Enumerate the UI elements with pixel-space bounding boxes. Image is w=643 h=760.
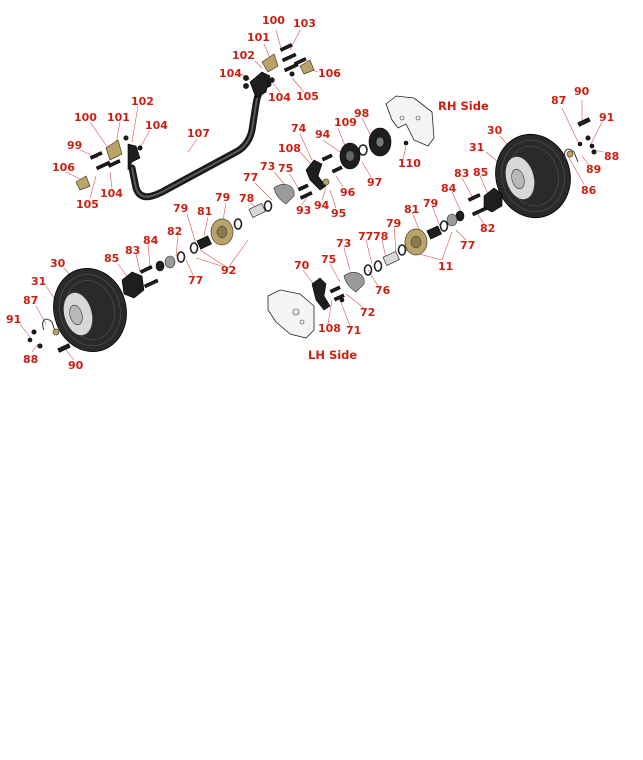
callout-76: 76: [375, 284, 391, 297]
callout-100: 100: [262, 14, 285, 27]
callout-30: 30: [50, 257, 66, 270]
callout-79: 79: [173, 202, 188, 215]
callout-92: 92: [221, 264, 236, 277]
callout-104: 104: [268, 91, 291, 104]
callout-75: 75: [321, 253, 336, 266]
callout-109: 109: [334, 116, 357, 129]
callout-78: 78: [239, 192, 254, 205]
lh-wheel-assembly: [27, 265, 159, 353]
callout-72: 72: [360, 306, 375, 319]
callout-93: 93: [296, 204, 311, 217]
rh-brake-parts: [305, 95, 435, 191]
callout-104: 104: [145, 119, 168, 132]
callout-79: 79: [215, 191, 230, 204]
callout-101: 101: [247, 31, 270, 44]
callout-79: 79: [386, 217, 401, 230]
callout-77: 77: [358, 230, 373, 243]
callout-81: 81: [404, 203, 419, 216]
center-hub-group: [155, 183, 313, 272]
callout-105: 105: [296, 90, 319, 103]
callout-79: 79: [423, 197, 438, 210]
rh-side-label: RH Side: [438, 99, 489, 113]
axle-tube-top-end: [249, 71, 271, 99]
callout-73: 73: [336, 237, 351, 250]
callout-75: 75: [278, 162, 293, 175]
callout-89: 89: [586, 163, 601, 176]
callout-77: 77: [243, 171, 258, 184]
lh-brake-parts: [267, 272, 365, 339]
lh-hub-cap: [121, 271, 145, 299]
callout-107: 107: [187, 127, 210, 140]
callout-82: 82: [167, 225, 182, 238]
callout-71: 71: [346, 324, 361, 337]
callout-84: 84: [441, 182, 457, 195]
callout-87: 87: [551, 94, 566, 107]
callout-87: 87: [23, 294, 38, 307]
callout-82: 82: [480, 222, 495, 235]
callout-85: 85: [104, 252, 119, 265]
callout-91: 91: [599, 111, 614, 124]
callout-106: 106: [318, 67, 341, 80]
callout-numbers: 100 103 101 102 104 106 104 105 102 100 …: [6, 14, 619, 372]
callout-94: 94: [315, 128, 331, 141]
callout-94: 94: [314, 199, 330, 212]
callout-110: 110: [398, 157, 421, 170]
lh-shield: [267, 289, 315, 339]
callout-101: 101: [107, 111, 130, 124]
callout-90: 90: [574, 85, 590, 98]
callout-73: 73: [260, 160, 275, 173]
callout-96: 96: [340, 186, 356, 199]
lh-side-label: LH Side: [308, 348, 357, 362]
callout-85: 85: [473, 166, 488, 179]
callout-74: 74: [291, 122, 307, 135]
callout-104: 104: [219, 67, 242, 80]
callout-83: 83: [125, 244, 140, 257]
callout-30: 30: [487, 124, 503, 137]
callout-11: 11: [438, 260, 453, 273]
callout-103: 103: [293, 17, 316, 30]
callout-102: 102: [232, 49, 255, 62]
callout-70: 70: [294, 259, 310, 272]
rh-shield: [385, 95, 435, 147]
callout-31: 31: [31, 275, 46, 288]
callout-84: 84: [143, 234, 159, 247]
callout-88: 88: [23, 353, 38, 366]
callout-108: 108: [318, 322, 341, 335]
callout-102: 102: [131, 95, 154, 108]
callout-77: 77: [460, 239, 475, 252]
rh-hub-group: [363, 210, 465, 276]
callout-108: 108: [278, 142, 301, 155]
callout-106: 106: [52, 161, 75, 174]
callout-81: 81: [197, 205, 212, 218]
callout-100: 100: [74, 111, 97, 124]
callout-91: 91: [6, 313, 21, 326]
callout-78: 78: [373, 230, 388, 243]
callout-105: 105: [76, 198, 99, 211]
rh-wheel-assembly: [467, 117, 597, 219]
callout-98: 98: [354, 107, 369, 120]
callout-95: 95: [331, 207, 346, 220]
callout-97: 97: [367, 176, 382, 189]
callout-83: 83: [454, 167, 469, 180]
callout-104: 104: [100, 187, 123, 200]
upper-mount-bracket-assembly: [243, 43, 315, 89]
callout-99: 99: [67, 139, 82, 152]
callout-77: 77: [188, 274, 203, 287]
left-mount-bracket-assembly: [75, 135, 143, 191]
callout-90: 90: [68, 359, 84, 372]
callout-86: 86: [581, 184, 597, 197]
callout-31: 31: [469, 141, 484, 154]
callout-88: 88: [604, 150, 619, 163]
